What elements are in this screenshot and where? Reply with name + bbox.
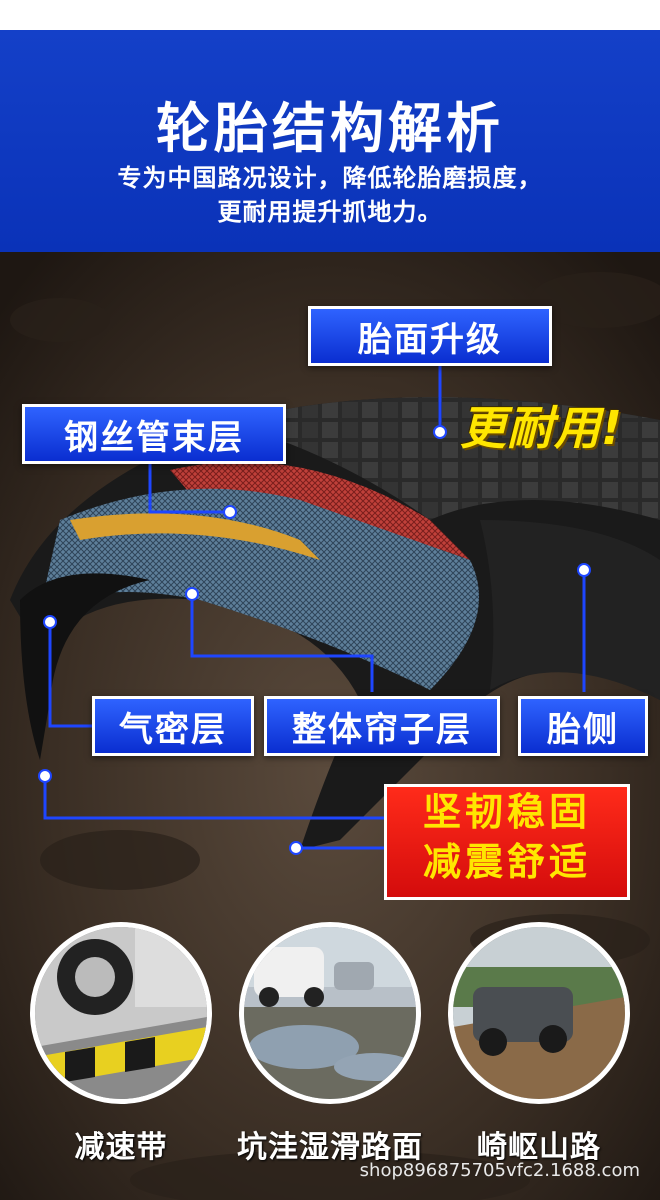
subtitle-line-1: 专为中国路况设计，降低轮胎磨损度， [117,164,543,192]
caption-mountain-road: 崎岖山路 [477,1130,601,1165]
label-tread-upgrade: 胎面升级 [308,306,552,366]
label-steel-belt: 钢丝管束层 [22,404,286,464]
caption-speed-bump: 减速带 [74,1130,168,1165]
shop-watermark: shop896875705vfc2.1688.com [359,1160,640,1181]
callout-line-2: 减震舒适 [422,840,591,884]
scene-mountain-road-image [448,922,630,1104]
label-sidewall: 胎侧 [518,696,648,756]
scene-speed-bump-image [30,922,212,1104]
header-banner: 轮胎结构解析 专为中国路况设计，降低轮胎磨损度， 更耐用提升抓地力。 [0,0,660,252]
label-body-ply: 整体帘子层 [264,696,500,756]
subtitle-line-2: 更耐用提升抓地力。 [217,198,443,226]
callout-line-1: 坚韧稳固 [422,790,591,834]
scene-wet-road-image [239,922,421,1104]
callout-tough-comfort: 坚韧稳固 减震舒适 [384,784,630,900]
label-airtight-layer: 气密层 [92,696,254,756]
more-durable-text: 更耐用! [460,401,623,455]
page-title: 轮胎结构解析 [156,97,504,160]
caption-wet-road: 坑洼湿滑路面 [237,1130,423,1165]
